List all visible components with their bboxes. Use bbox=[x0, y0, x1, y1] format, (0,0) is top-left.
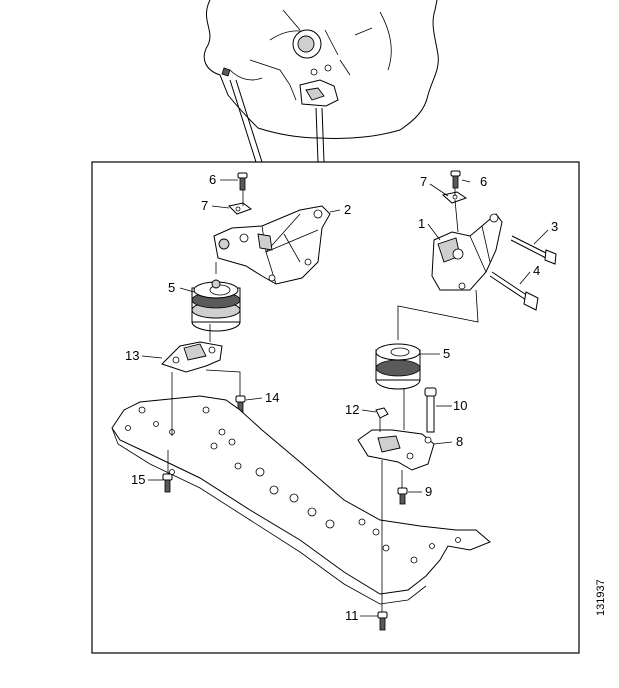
bracket-part-13 bbox=[161, 341, 223, 373]
callout-10: 10 bbox=[453, 398, 467, 413]
bracket-part-1 bbox=[431, 213, 503, 291]
bolt-part-15 bbox=[162, 473, 173, 493]
bracket-part-2 bbox=[213, 205, 331, 285]
callout-6-right: 6 bbox=[480, 174, 487, 189]
callout-4: 4 bbox=[533, 263, 540, 278]
callout-3: 3 bbox=[551, 219, 558, 234]
callout-14: 14 bbox=[265, 390, 279, 405]
callout-11: 11 bbox=[345, 608, 359, 623]
bolt-part-6-right bbox=[450, 170, 461, 189]
crossmember bbox=[111, 395, 491, 605]
plate-part-7-right bbox=[441, 191, 468, 204]
bracket-part-8 bbox=[357, 429, 435, 471]
callout-12: 12 bbox=[345, 402, 359, 417]
figure-id: 131937 bbox=[595, 579, 607, 616]
callout-9: 9 bbox=[425, 484, 432, 499]
assembly-lines bbox=[167, 188, 479, 612]
bolt-part-14 bbox=[235, 395, 246, 413]
bolt-part-10 bbox=[424, 387, 437, 433]
engine-overview-illustration bbox=[203, 0, 439, 163]
callout-7-left: 7 bbox=[201, 198, 208, 213]
bolt-part-4 bbox=[489, 271, 539, 311]
rubber-mount-part-5-left bbox=[191, 279, 241, 332]
callout-15: 15 bbox=[131, 472, 145, 487]
callout-5-right: 5 bbox=[443, 346, 450, 361]
callout-13: 13 bbox=[125, 348, 139, 363]
plate-part-7-left bbox=[227, 202, 253, 215]
callout-2: 2 bbox=[344, 202, 351, 217]
bolt-part-9 bbox=[397, 487, 408, 505]
rubber-mount-part-5-right bbox=[375, 343, 421, 390]
nut-part-12 bbox=[375, 407, 389, 419]
callout-8: 8 bbox=[456, 434, 463, 449]
bolt-part-3 bbox=[510, 235, 557, 265]
callout-1: 1 bbox=[418, 216, 425, 231]
detail-frame bbox=[91, 161, 580, 654]
callout-5-left: 5 bbox=[168, 280, 175, 295]
bolt-part-6-left bbox=[237, 172, 248, 191]
bolt-part-11 bbox=[377, 611, 388, 631]
leader-lines bbox=[141, 179, 549, 617]
callout-labels: 1 2 3 4 5 5 6 6 7 7 8 9 10 11 12 13 14 1… bbox=[125, 172, 558, 623]
callout-6-left: 6 bbox=[209, 172, 216, 187]
callout-7-right: 7 bbox=[420, 174, 427, 189]
